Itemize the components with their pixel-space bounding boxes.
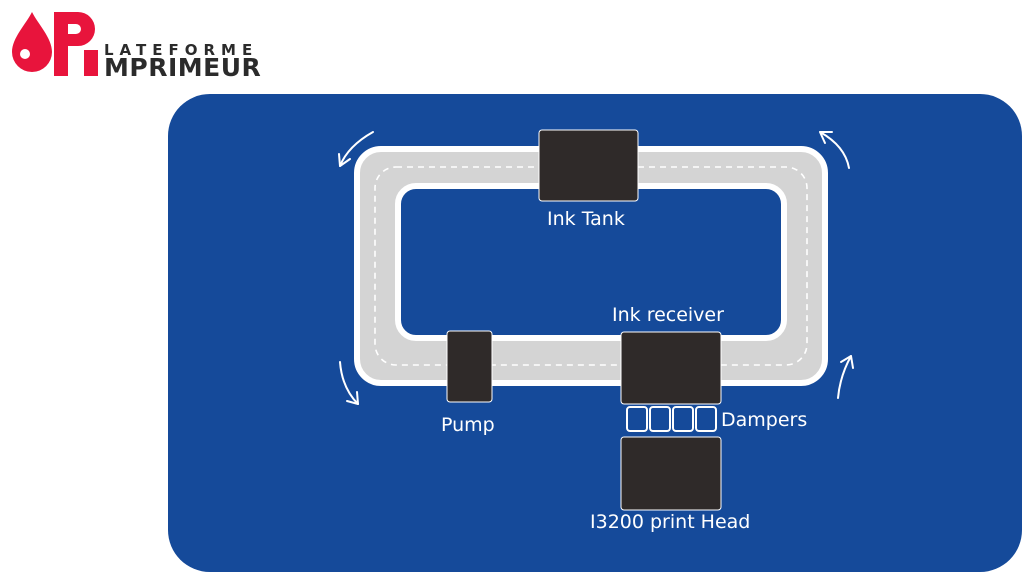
damper-1 — [626, 406, 648, 432]
dampers-group — [626, 406, 717, 432]
drop-highlight — [20, 49, 30, 59]
flow-arrow-bottom-left-icon — [339, 361, 359, 405]
brand-line-2: MPRIMEUR — [104, 53, 262, 82]
ink-loop-centerline — [374, 166, 808, 366]
damper-2 — [649, 406, 671, 432]
ink-receiver-label: Ink receiver — [612, 304, 724, 326]
ink-loop-track — [354, 146, 828, 386]
ink-circuit-diagram — [338, 129, 854, 511]
flow-arrow-top-left-icon — [338, 131, 374, 167]
pump-label: Pump — [441, 414, 495, 436]
brand-line-1: LATEFORME — [104, 41, 259, 59]
flow-arrow-top-right-icon — [819, 131, 850, 169]
damper-4 — [695, 406, 717, 432]
ink-tank-label: Ink Tank — [547, 208, 625, 230]
flow-arrow-bottom-right-icon — [837, 355, 854, 399]
diagram-panel: Ink Tank Ink receiver Pump Dampers I3200… — [168, 94, 1022, 572]
print-head-block — [620, 436, 722, 511]
logo-letter-i — [84, 50, 98, 76]
dampers-label: Dampers — [721, 409, 808, 431]
logo-letter-p — [54, 12, 95, 76]
logo-mark — [12, 12, 98, 76]
ink-tank-block — [538, 129, 639, 202]
brand-logo: LATEFORME MPRIMEUR — [8, 8, 288, 80]
damper-3 — [672, 406, 694, 432]
print-head-label: I3200 print Head — [590, 511, 751, 533]
ink-drop-icon — [12, 12, 52, 72]
ink-receiver-block — [620, 331, 722, 405]
pump-block — [446, 330, 493, 403]
